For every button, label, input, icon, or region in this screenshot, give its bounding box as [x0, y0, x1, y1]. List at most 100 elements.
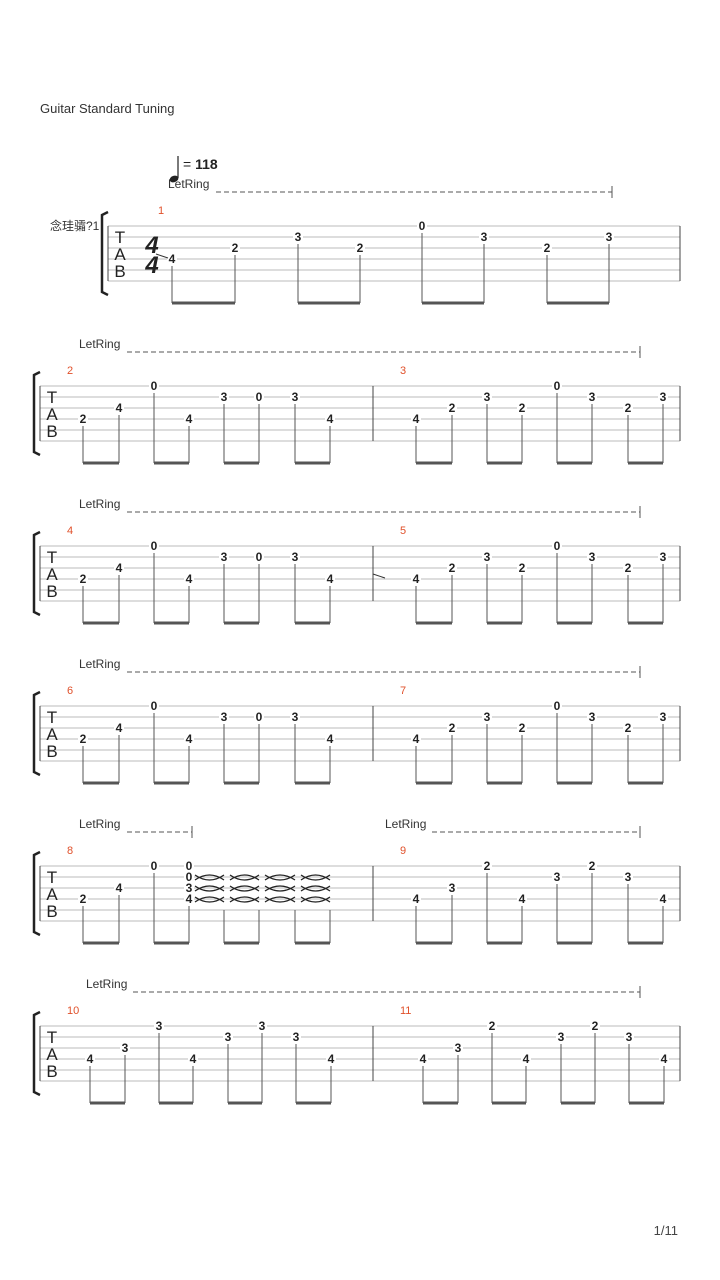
- fret-number: 2: [625, 721, 632, 735]
- note-bg: [254, 391, 264, 403]
- tab-clef-letter: T: [47, 868, 57, 887]
- tie-arc: [194, 885, 225, 892]
- tab-clef-letter: T: [47, 1028, 57, 1047]
- tab-clef-letter: A: [46, 885, 58, 904]
- fret-number: 4: [519, 892, 526, 906]
- letring-label: LetRing: [79, 497, 120, 511]
- fret-number: 3: [554, 870, 561, 884]
- fret-number: 4: [413, 732, 420, 746]
- note-bg: [411, 573, 421, 585]
- note-bg: [521, 1053, 531, 1065]
- tab-clef-letter: B: [46, 422, 57, 441]
- note-bg: [517, 893, 527, 905]
- fret-number: 4: [661, 1052, 668, 1066]
- note-bg: [587, 860, 597, 872]
- fret-number: 2: [589, 859, 596, 873]
- fret-number: 4: [328, 1052, 335, 1066]
- note-bg: [85, 1053, 95, 1065]
- fret-number: 4: [116, 401, 123, 415]
- note-bg: [290, 711, 300, 723]
- system-bracket: [100, 210, 109, 297]
- note-bg: [184, 860, 194, 872]
- note-bg: [479, 231, 489, 243]
- measure-number: 4: [67, 525, 73, 537]
- tab-clef-letter: A: [46, 1045, 58, 1064]
- fret-number: 4: [413, 572, 420, 586]
- fret-number: 3: [156, 1019, 163, 1033]
- fret-number: 3: [625, 870, 632, 884]
- tie-arc: [229, 896, 260, 903]
- fret-number: 2: [232, 241, 239, 255]
- note-bg: [482, 551, 492, 563]
- fret-number: 3: [558, 1030, 565, 1044]
- note-bg: [223, 1031, 233, 1043]
- tie-arc: [264, 896, 296, 903]
- fret-number: 3: [484, 390, 491, 404]
- fret-number: 2: [80, 892, 87, 906]
- letring-label: LetRing: [79, 657, 120, 671]
- fret-number: 2: [484, 859, 491, 873]
- fret-number: 2: [357, 241, 364, 255]
- note-bg: [188, 1053, 198, 1065]
- fret-number: 3: [660, 710, 667, 724]
- note-bg: [219, 551, 229, 563]
- fret-number: 4: [186, 892, 193, 906]
- fret-number: 0: [554, 539, 561, 553]
- fret-number: 4: [660, 892, 667, 906]
- note-bg: [658, 893, 668, 905]
- note-bg: [290, 551, 300, 563]
- note-bg: [411, 413, 421, 425]
- tie-arc: [229, 896, 260, 903]
- tie-arc: [264, 896, 296, 903]
- note-bg: [552, 700, 562, 712]
- note-bg: [482, 391, 492, 403]
- note-bg: [658, 391, 668, 403]
- fret-number: 0: [256, 710, 263, 724]
- note-bg: [447, 562, 457, 574]
- note-bg: [623, 402, 633, 414]
- fret-number: 3: [221, 390, 228, 404]
- fret-number: 0: [151, 379, 158, 393]
- note-bg: [254, 551, 264, 563]
- track-name: 念珪骦?1: [50, 219, 100, 233]
- tab-clef-letter: B: [46, 902, 57, 921]
- note-bg: [556, 1031, 566, 1043]
- tab-clef-letter: B: [114, 262, 125, 281]
- tie-arc: [229, 874, 260, 881]
- fret-number: 4: [420, 1052, 427, 1066]
- fret-number: 2: [519, 561, 526, 575]
- tab-clef-letter: B: [46, 1062, 57, 1081]
- fret-number: 2: [544, 241, 551, 255]
- fret-number: 0: [554, 699, 561, 713]
- slide-mark: [372, 573, 386, 579]
- fret-number: 0: [554, 379, 561, 393]
- note-bg: [184, 413, 194, 425]
- note-bg: [257, 1020, 267, 1032]
- fret-number: 3: [455, 1041, 462, 1055]
- tie-arc: [229, 885, 260, 892]
- note-bg: [184, 871, 194, 883]
- fret-number: 4: [190, 1052, 197, 1066]
- note-bg: [517, 402, 527, 414]
- fret-number: 3: [221, 710, 228, 724]
- letring-label: LetRing: [86, 977, 127, 991]
- fret-number: 4: [87, 1052, 94, 1066]
- tab-clef-letter: B: [46, 582, 57, 601]
- tie-arc: [194, 896, 225, 903]
- note-bg: [447, 402, 457, 414]
- note-bg: [447, 722, 457, 734]
- fret-number: 2: [625, 561, 632, 575]
- fret-number: 3: [660, 390, 667, 404]
- tab-clef-letter: T: [47, 708, 57, 727]
- note-bg: [624, 1031, 634, 1043]
- note-bg: [447, 882, 457, 894]
- fret-number: 3: [449, 881, 456, 895]
- measure-number: 2: [67, 365, 73, 377]
- letring-label: LetRing: [385, 817, 426, 831]
- tab-clef-letter: A: [46, 565, 58, 584]
- note-bg: [590, 1020, 600, 1032]
- note-bg: [411, 733, 421, 745]
- measure-number: 5: [400, 525, 406, 537]
- fret-number: 3: [186, 881, 193, 895]
